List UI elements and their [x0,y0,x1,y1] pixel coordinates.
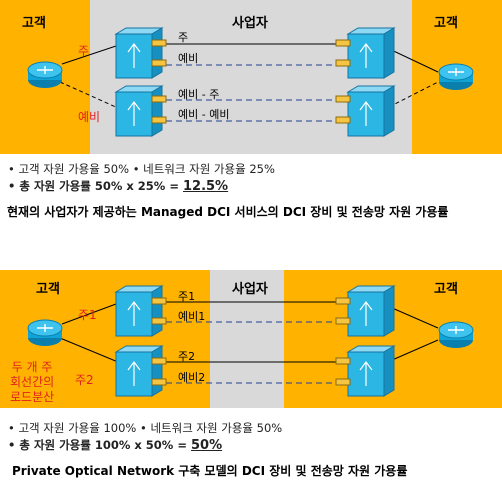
top-bullet-1: • 고객 자원 가용율 50% • 네트워크 자원 가용율 25% [8,162,275,176]
optical-switch-icon [114,285,167,337]
bottom-diagram: 고객 사업자 고객 [0,270,502,408]
load-line-2: 회선간의 [10,375,55,389]
link-label-p2: 주2 [178,350,196,363]
optical-switch-icon [114,85,167,137]
zone-label-provider: 사업자 [232,282,268,297]
top-bullet-2-text: 총 자원 가용률 50% x 25% = [19,179,183,193]
label-p1-red: 주1 [78,308,97,322]
zone-label-customer-right: 고객 [434,16,458,31]
link-router-p1 [61,303,117,325]
link-label-b1: 예비1 [178,310,206,323]
label-p2-red: 주2 [75,373,94,387]
link-label-backup-backup: 예비 - 예비 [178,108,230,121]
router-icon [438,321,474,348]
top-bullet-2: • 총 자원 가용률 50% x 25% = 12.5% [8,179,229,194]
optical-switch-icon [114,27,167,79]
provider-zone [210,270,284,408]
router-icon [438,63,474,90]
top-bullet-1-text: 고객 자원 가용율 50% • 네트워크 자원 가용율 25% [18,162,275,176]
optical-switch-icon [335,27,396,79]
top-caption: 현재의 사업자가 제공하는 Managed DCI 서비스의 DCI 장비 및 … [7,205,449,219]
bottom-bullet-1-text: 고객 자원 가용율 100% • 네트워크 자원 가용율 50% [18,421,283,435]
router-icon [27,319,63,346]
optical-switch-icon [335,345,396,397]
bottom-caption: Private Optical Network 구축 모델의 DCI 장비 및 … [12,464,408,478]
optical-switch-icon [114,345,167,397]
link-label-backup-primary: 예비 - 주 [178,88,220,101]
link-label-p1: 주1 [178,290,196,303]
load-line-3: 로드분산 [10,390,55,404]
zone-label-customer-right: 고객 [434,282,458,297]
load-line-1: 두 개 주 [11,360,53,374]
top-diagram: 고객 사업자 고객 [0,0,502,154]
bottom-bullet-2: • 총 자원 가용률 100% x 50% = 50% [8,438,223,453]
bottom-topology [27,285,474,397]
link-router-p2 [59,337,119,363]
load-balancing-note: 두 개 주 회선간의 로드분산 [10,360,54,405]
top-result: 12.5% [182,179,229,194]
link-label-primary: 주 [178,31,189,44]
optical-switch-icon [335,285,396,337]
bottom-result: 50% [190,438,223,453]
top-topology [27,27,474,137]
router-icon [27,61,63,88]
link-label-b2: 예비2 [178,371,206,384]
link-label-backup: 예비 [178,52,199,65]
bottom-bullet-2-text: 총 자원 가용률 100% x 50% = [19,438,191,452]
link-router-primary [61,45,117,65]
zone-label-customer-left: 고객 [22,16,46,31]
link-router-backup [59,81,119,109]
zone-label-customer-left: 고객 [36,282,60,297]
optical-switch-icon [335,85,396,137]
label-primary-red: 주 [78,44,90,58]
zone-label-provider: 사업자 [232,16,268,31]
bottom-bullet-1: • 고객 자원 가용율 100% • 네트워크 자원 가용율 50% [8,421,283,435]
label-backup-red: 예비 [78,110,101,124]
